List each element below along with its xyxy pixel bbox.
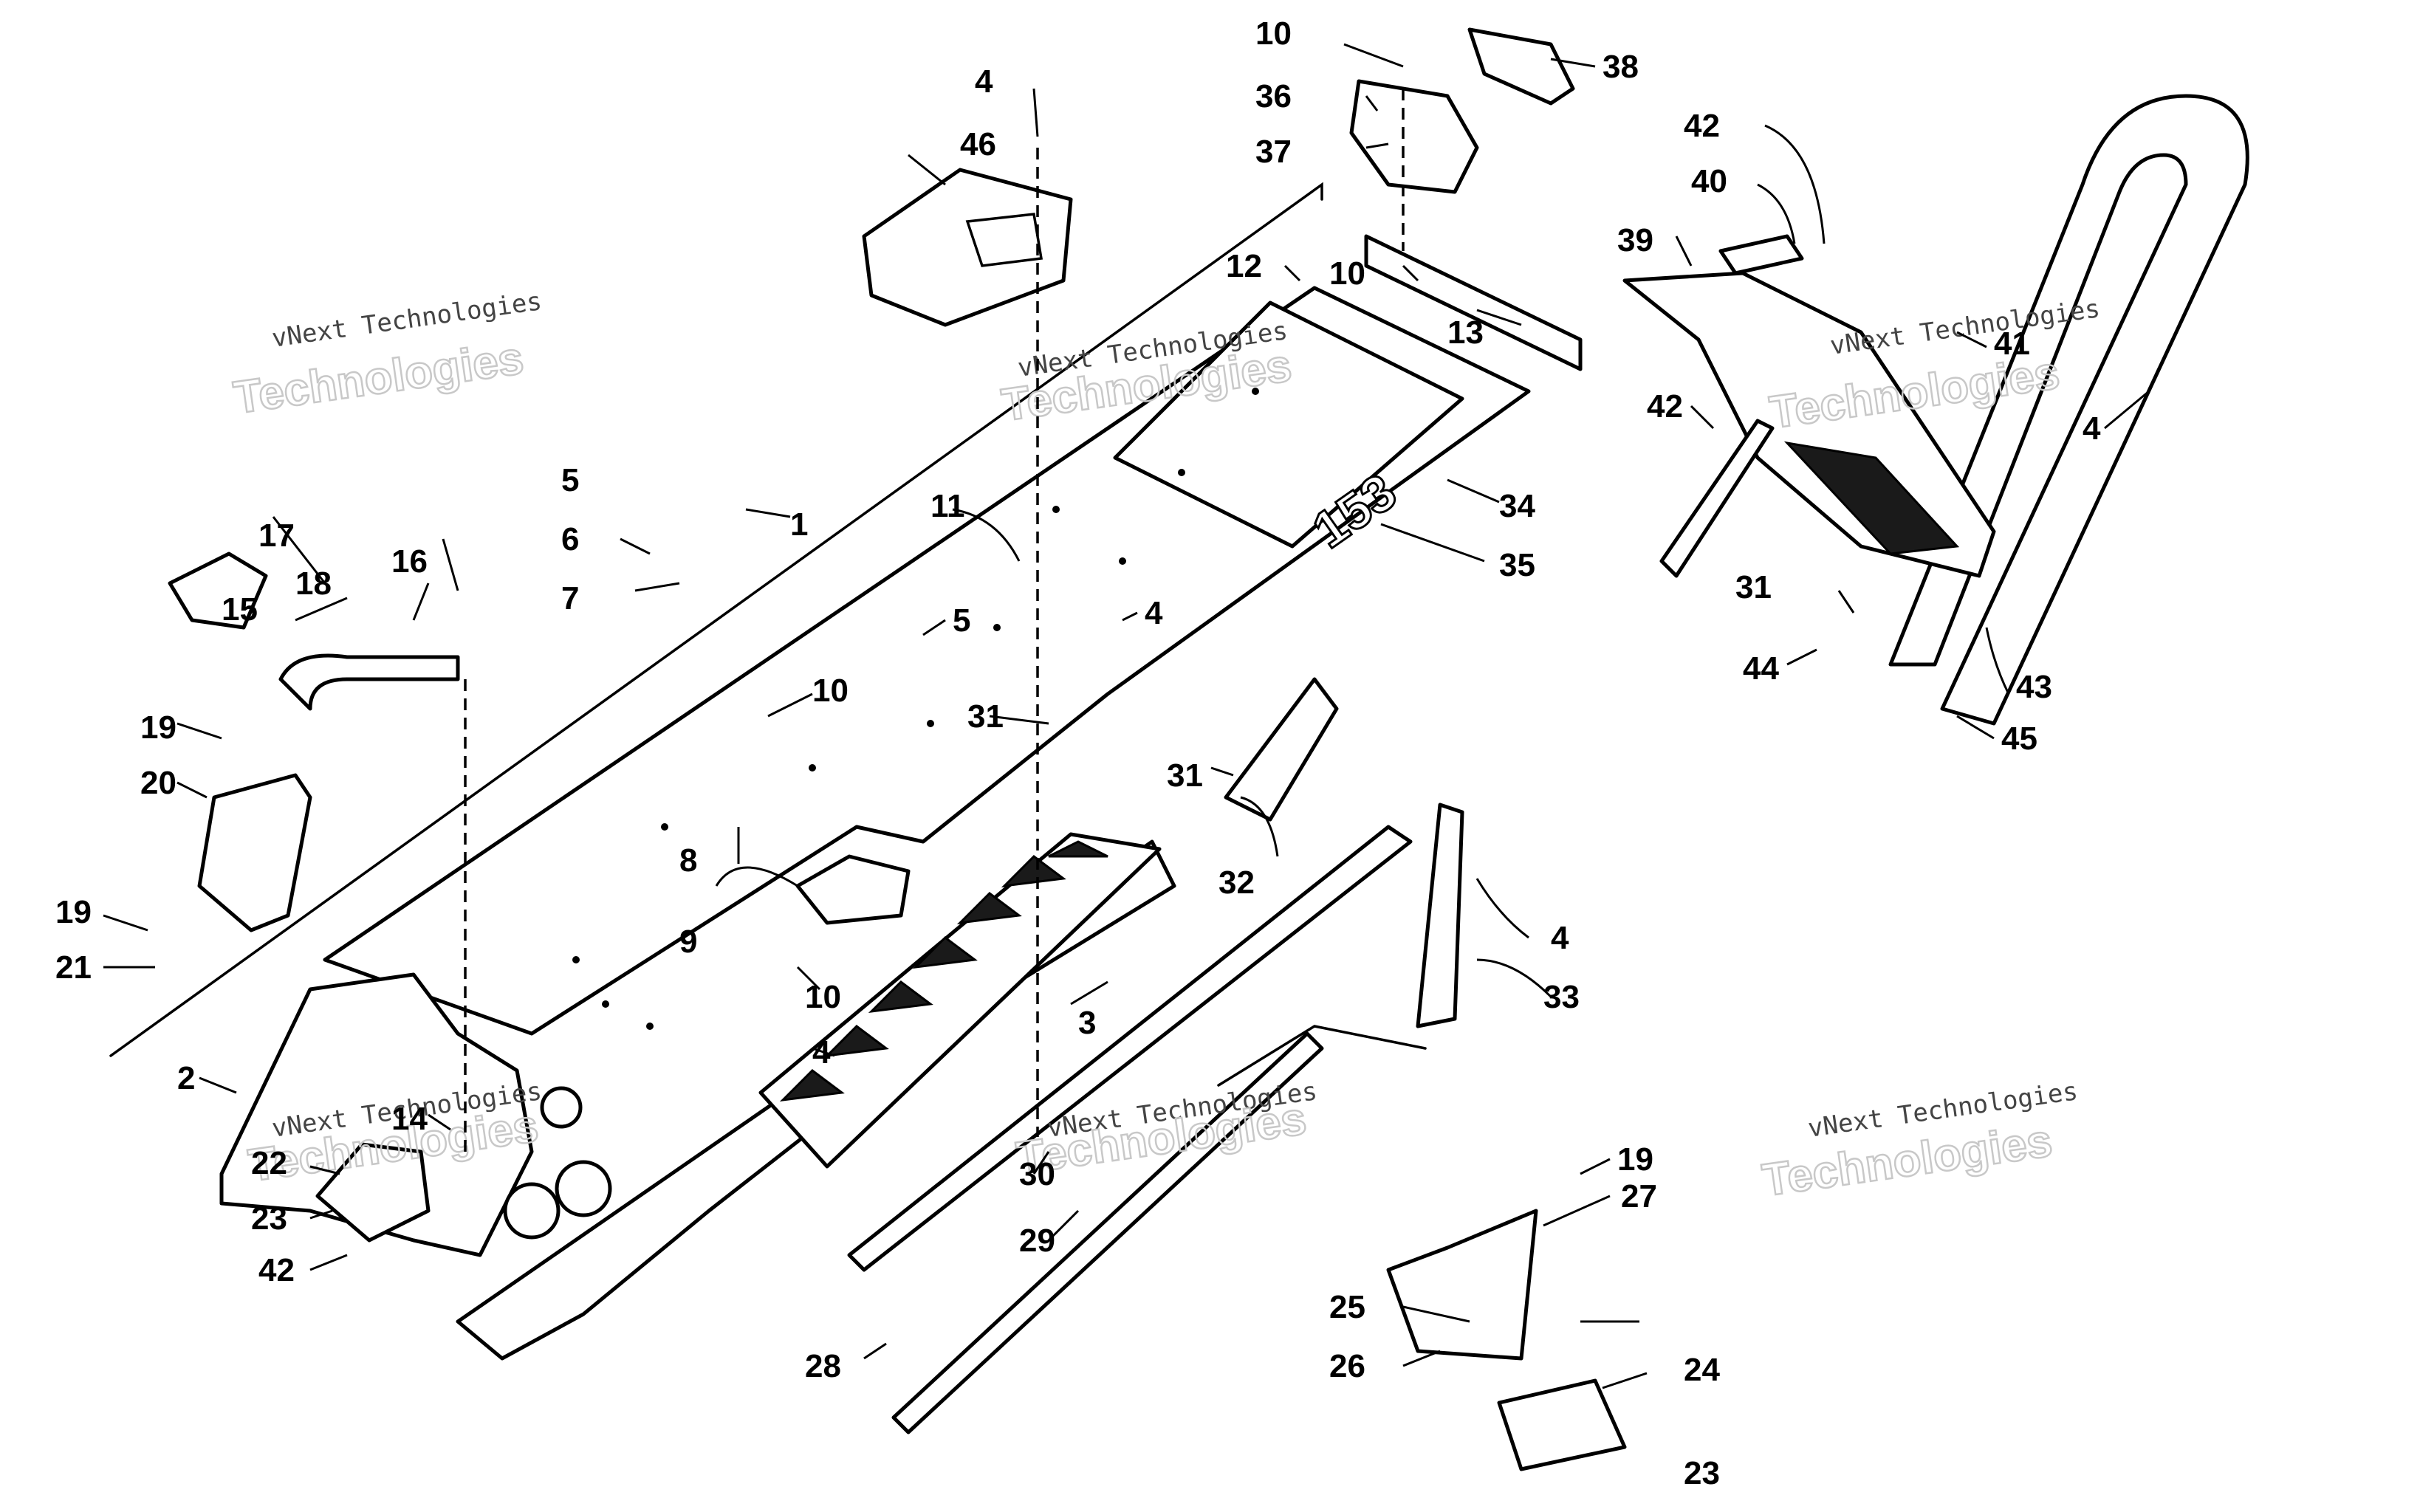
mud-flap-strip [1659, 419, 1775, 578]
callout: 17 [258, 518, 295, 554]
callout: 24 [1684, 1352, 1720, 1388]
tunnel-assembly: 153 [109, 182, 1531, 1361]
callout: 41 [1994, 326, 2030, 362]
callout: 3 [1078, 1005, 1096, 1041]
callout: 22 [251, 1145, 287, 1181]
callout: 12 [1226, 248, 1262, 284]
running-board-cutouts [779, 840, 1108, 1102]
callout: 45 [2001, 721, 2037, 757]
right-side-brackets [1224, 677, 1627, 1471]
decal-plate [1718, 234, 1804, 275]
callout: 42 [258, 1252, 295, 1288]
callout: 30 [1019, 1156, 1055, 1192]
front-access-cover [315, 1142, 431, 1243]
callout: 25 [1329, 1289, 1365, 1325]
callout: 19 [140, 709, 176, 746]
callout: 35 [1499, 547, 1535, 583]
callout: 8 [679, 842, 697, 879]
rear-cross-bracket [1364, 234, 1583, 371]
callout: 26 [1329, 1348, 1365, 1384]
callout: 10 [1329, 255, 1365, 292]
callout: 4 [975, 63, 993, 100]
callout: 18 [295, 566, 332, 602]
side-gusset [1224, 677, 1339, 822]
slide-rail-bar [847, 825, 1413, 1272]
callout: 10 [812, 673, 849, 709]
cover-plate [168, 551, 268, 630]
callout: 4 [1145, 595, 1163, 631]
deck-rivet-holes [572, 388, 1259, 1030]
callout: 2 [177, 1060, 195, 1096]
front-bulkhead [219, 972, 534, 1257]
svg-text:vNext Technologies: vNext Technologies [1828, 294, 2102, 361]
callout: 31 [967, 698, 1004, 735]
callout: 33 [1543, 979, 1580, 1015]
callout: 31 [1167, 757, 1203, 794]
callout: 39 [1617, 222, 1653, 258]
callout: 42 [1647, 388, 1683, 425]
callout: 37 [1255, 134, 1292, 170]
callout: 10 [805, 979, 841, 1015]
alignment-dashes [464, 89, 1405, 1152]
side-vent-hole [503, 1182, 561, 1240]
callout: 10 [1255, 16, 1292, 52]
callout: 5 [953, 602, 970, 639]
callout: 46 [960, 126, 996, 162]
callout: 43 [2016, 669, 2052, 705]
rear-bumper [1888, 94, 2249, 726]
callout: 14 [391, 1101, 428, 1137]
callout: 9 [679, 924, 697, 960]
side-vent-hole [555, 1160, 612, 1217]
side-vent-hole [540, 1086, 583, 1129]
callout: 21 [55, 949, 92, 986]
callout: 27 [1621, 1178, 1657, 1214]
assembly-outline-line [109, 182, 1323, 1057]
callout: 42 [1684, 108, 1720, 144]
callout: 32 [1218, 865, 1255, 901]
callout: 23 [1684, 1455, 1720, 1491]
callout: 31 [1735, 569, 1772, 605]
heat-shield [197, 773, 312, 932]
callout: 38 [1603, 49, 1639, 85]
callout: 19 [55, 894, 92, 930]
tunnel-storage-panel [1113, 300, 1464, 549]
callout: 1 [790, 506, 808, 543]
callout: 44 [1743, 650, 1779, 687]
callout: 28 [805, 1348, 841, 1384]
front-left-parts [168, 551, 460, 1243]
tow-hook-bracket [1497, 1378, 1627, 1471]
callout: 40 [1691, 163, 1727, 199]
callout: 20 [140, 765, 176, 801]
callout-labels: 1 2 3 4 4 4 4 4 5 5 6 7 8 9 10 10 10 10 … [55, 16, 2101, 1491]
steering-bracket-tube [278, 653, 460, 711]
rear-axle-rod [891, 1031, 1324, 1434]
seat-cushion [862, 168, 1073, 327]
callout: 4 [812, 1034, 831, 1071]
callout: 23 [251, 1200, 287, 1237]
callout: 34 [1499, 488, 1535, 524]
callout: 29 [1019, 1223, 1055, 1259]
callout: 6 [561, 521, 579, 557]
callout: 13 [1447, 315, 1484, 351]
chain-bracket [1416, 803, 1464, 1028]
callout: 15 [222, 591, 258, 628]
callout: 36 [1255, 78, 1292, 114]
tail-light-housing [1622, 234, 1996, 578]
callout: 5 [561, 462, 579, 498]
callout: 16 [391, 543, 428, 580]
slide-rails [847, 825, 1413, 1434]
step-plate [1386, 1209, 1538, 1361]
callout: 4 [2083, 410, 2101, 447]
callout: 7 [561, 580, 579, 616]
seat-mount-bracket [795, 854, 911, 925]
leader-lines [103, 43, 2150, 1389]
assembly-outline-line-lower [1217, 1025, 1427, 1087]
callout: 19 [1617, 1141, 1653, 1178]
callout: 11 [930, 488, 965, 524]
rear-grab-blocks [1349, 27, 1575, 194]
callout: 4 [1551, 920, 1569, 956]
